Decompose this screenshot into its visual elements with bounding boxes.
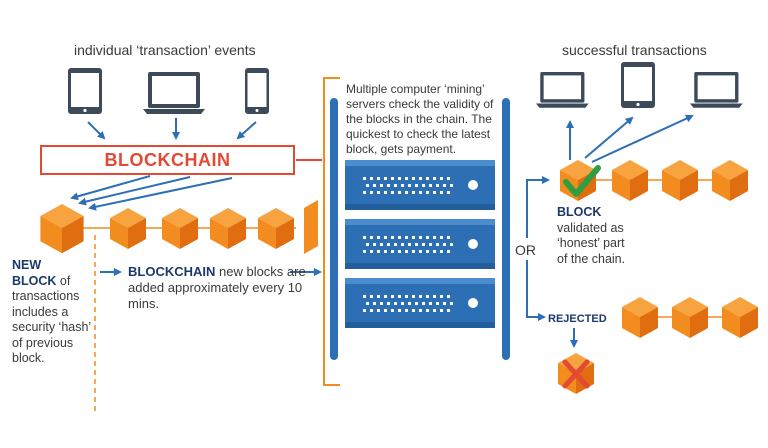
mining-bar-right (502, 98, 510, 360)
chain-note-bold: BLOCKCHAIN (128, 264, 216, 279)
new-block-rest-inline: of (56, 273, 71, 288)
cube-icon (210, 208, 246, 249)
arrow (236, 121, 257, 140)
cube-icon (612, 160, 648, 201)
arrow (584, 116, 634, 159)
arrow (87, 121, 106, 140)
new-block-title-2: BLOCK (12, 273, 57, 288)
mining-bracket (323, 77, 340, 386)
chain-note: BLOCKCHAIN new blocks are added approxim… (128, 264, 318, 312)
laptop-icon (536, 72, 589, 108)
arrow (88, 177, 233, 211)
validated-bold: BLOCK (557, 205, 602, 219)
cube-icon (712, 160, 748, 201)
cube-icon (662, 160, 698, 201)
cube-icon (110, 208, 146, 249)
tablet-icon (621, 62, 655, 108)
server-icon (345, 278, 495, 328)
tablet-icon (68, 68, 102, 114)
chain-note-rest: new blocks are added approximately every… (128, 264, 306, 311)
header-right: successful transactions (562, 42, 707, 58)
mining-bar-left (330, 98, 338, 360)
cube-icon (622, 297, 658, 338)
cube-icon (162, 208, 198, 249)
cube-icon (258, 208, 294, 249)
arrow (78, 176, 191, 206)
new-block-title-1: NEW (12, 258, 42, 272)
blockchain-label: BLOCKCHAIN (40, 145, 295, 175)
rejected-label: REJECTED (548, 313, 607, 325)
arrow (591, 114, 694, 163)
mining-text: Multiple computer ‘mining’ servers check… (346, 82, 494, 156)
validated-text: BLOCK validated as ‘honest’ part of the … (557, 205, 629, 267)
laptop-icon (143, 72, 205, 114)
or-label: OR (515, 242, 536, 258)
header-left: individual ‘transaction’ events (74, 42, 256, 58)
server-icon (345, 160, 495, 210)
cube-icon (304, 200, 318, 254)
laptop-icon (690, 72, 743, 108)
cube-icon (672, 297, 708, 338)
server-icon (345, 219, 495, 269)
x-icon (562, 359, 590, 389)
arrow (70, 175, 151, 201)
validated-rest: validated as ‘honest’ part of the chain. (557, 220, 626, 266)
phone-icon (245, 68, 269, 114)
check-icon (563, 165, 601, 197)
new-block-rest: transactions includes a security ‘hash’ … (12, 289, 91, 365)
cube-icon (722, 297, 758, 338)
cube-icon (40, 204, 84, 254)
new-block-text: NEW BLOCK of transactions includes a sec… (12, 258, 94, 367)
